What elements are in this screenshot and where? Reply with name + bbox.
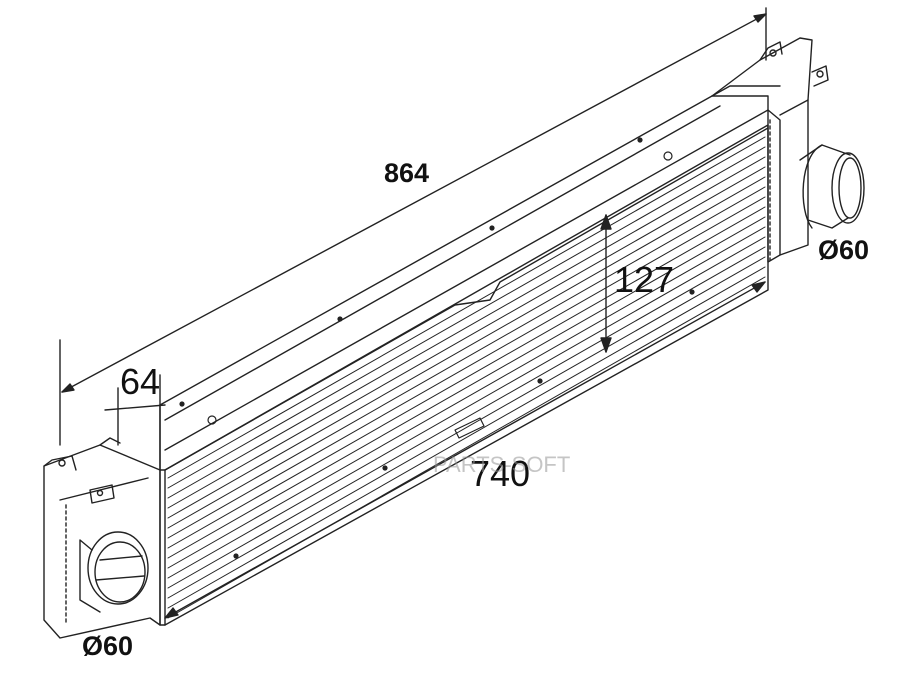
dimension-line-740	[164, 281, 766, 619]
dimension-label-127: 127	[614, 259, 675, 300]
core-front-plate	[164, 127, 769, 471]
diameter-label-right: Ø60	[818, 235, 870, 265]
dimension-label-740: 740	[470, 453, 531, 494]
dimension-label-864: 864	[384, 158, 430, 188]
right-end-tank	[711, 37, 829, 263]
right-inlet-pipe	[799, 144, 865, 229]
dimension-line-864	[59, 7, 767, 446]
dimension-line-127	[600, 214, 612, 353]
diameter-label-left: Ø60	[82, 631, 134, 661]
core-top-rail	[159, 85, 781, 471]
mounting-details	[179, 137, 695, 559]
left-inlet-pipe	[79, 531, 149, 613]
core-fins	[167, 136, 766, 619]
watermark-text: PARTS-SOFT	[433, 452, 571, 477]
dimension-label-64: 64	[120, 361, 161, 402]
left-end-tank	[43, 437, 161, 639]
